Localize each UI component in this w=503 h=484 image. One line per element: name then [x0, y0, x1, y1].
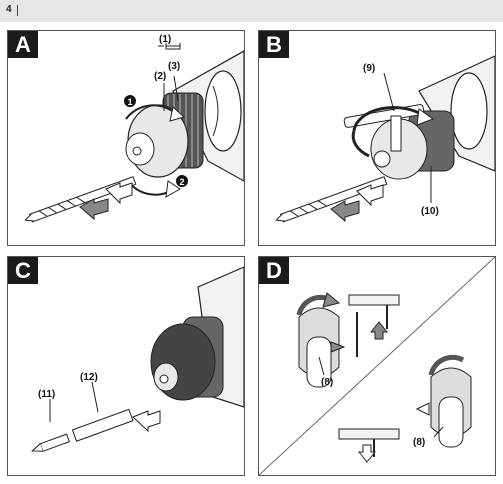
figure-panel-b: B (9) (10) [258, 30, 496, 246]
label-part-2: (2) [154, 71, 166, 82]
step-badge-2: 2 [179, 177, 184, 187]
panel-letter-c: C [8, 257, 38, 284]
label-part-12: (12) [80, 372, 98, 383]
label-switch-8-upper: (8) [321, 377, 333, 388]
chuck-key-illustration: (9) (10) [275, 55, 495, 223]
panel-letter-b: B [259, 31, 289, 58]
label-part-3: (3) [168, 61, 180, 72]
label-part-10: (10) [421, 206, 439, 217]
figure-panel-d: D (8) (8) [258, 256, 496, 476]
figure-panel-c: C (12) (11) [7, 256, 245, 476]
panel-letter-d: D [259, 257, 289, 284]
page-header-bar: 4 [0, 0, 503, 22]
page-number: 4 [6, 4, 12, 15]
page-number-divider [17, 5, 18, 16]
figure-panel-a: A 1 2 [7, 30, 245, 246]
panel-letter-a: A [8, 31, 38, 58]
label-part-11: (11) [38, 389, 55, 400]
label-part-9: (9) [363, 63, 375, 74]
label-switch-8-lower: (8) [413, 437, 425, 448]
drill-chuck-change-illustration: 1 2 (1) (2) (3) [24, 34, 244, 223]
step-badge-1: 1 [127, 97, 132, 107]
rotation-direction-illustration: (8) (8) [259, 257, 495, 475]
screwdriver-bit-illustration: (12) (11) [30, 266, 244, 452]
label-part-1: (1) [159, 34, 171, 45]
